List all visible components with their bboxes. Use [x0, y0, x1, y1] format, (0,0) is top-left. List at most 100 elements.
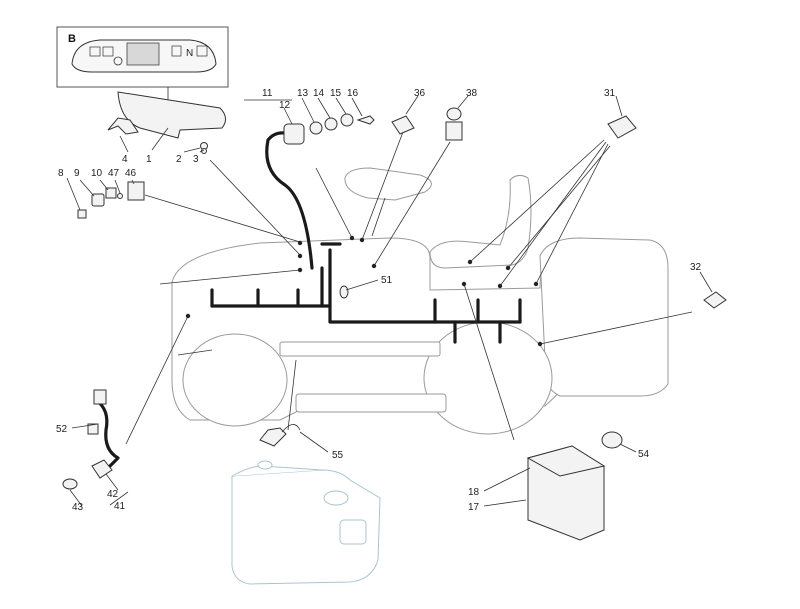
indicator-icon [102, 46, 114, 57]
plug-connector [93, 389, 107, 405]
grass-collector [539, 237, 669, 397]
callout-9: 9 [74, 168, 80, 179]
indicator-icon [196, 45, 208, 57]
location-dot [359, 237, 365, 243]
mower-outline [171, 167, 669, 435]
leader [615, 95, 623, 117]
callout-2: 2 [176, 154, 182, 165]
safety-switch [607, 115, 637, 139]
neutral-indicator-label: N [186, 48, 193, 59]
fuse [77, 209, 87, 219]
bulb [62, 478, 78, 490]
leader [66, 177, 81, 211]
leader [335, 97, 347, 115]
locator-line [144, 194, 301, 243]
dashboard-cover [117, 91, 226, 139]
dashboard-display [126, 42, 160, 66]
locator-line [539, 311, 693, 345]
locator-line [209, 159, 301, 256]
ignition-key [356, 115, 375, 125]
push-button-switch [445, 121, 463, 141]
wiring-harness [94, 131, 522, 472]
harness-to-ignition [265, 131, 314, 270]
locator-line [463, 283, 515, 441]
socket [91, 459, 113, 479]
fuel-tank-cap [323, 490, 349, 506]
callout-47: 47 [108, 168, 120, 179]
location-dot [461, 281, 467, 287]
callout-32: 32 [690, 262, 702, 273]
locator-line [507, 145, 611, 269]
pto-switch [391, 115, 415, 135]
connector-block [127, 181, 145, 201]
battery-terminal-cap [601, 431, 623, 449]
leader [405, 95, 419, 115]
callout-17: 17 [468, 502, 480, 513]
steering-column [371, 197, 386, 237]
cutting-deck [295, 393, 447, 413]
leader [119, 135, 129, 153]
location-dots [185, 235, 543, 347]
leader [317, 97, 331, 119]
leader [109, 491, 129, 506]
battery-lead-harness [94, 398, 120, 472]
location-dot [371, 263, 377, 269]
callout-labels: 1 2 3 4 8 9 10 11 12 13 14 15 16 17 18 3… [56, 88, 702, 513]
locator-line [373, 141, 451, 267]
fuel-tank-handle [339, 519, 367, 545]
location-dot [533, 281, 539, 287]
bumper-line [177, 349, 213, 356]
ignition-switch [283, 123, 305, 145]
footrest [279, 341, 441, 357]
push-button-cap [446, 107, 462, 121]
fuse-clip [87, 423, 99, 435]
leader [79, 179, 95, 197]
leader [283, 107, 293, 125]
callout-52: 52 [56, 424, 68, 435]
callout-8: 8 [58, 168, 64, 179]
relay [105, 187, 117, 199]
callout-42: 42 [107, 489, 119, 500]
locator-line [125, 315, 189, 445]
leader [99, 179, 109, 191]
fuel-tank [231, 460, 381, 585]
leader [183, 147, 201, 153]
leader [299, 431, 329, 453]
locator-line [315, 167, 353, 239]
microswitch [703, 291, 727, 309]
leader [457, 95, 469, 109]
locator-line [159, 269, 301, 285]
leader [131, 179, 135, 185]
callout-11: 11 [262, 88, 273, 99]
locator-line [469, 139, 605, 263]
leader [105, 473, 119, 491]
location-dot [537, 341, 543, 347]
leader [483, 467, 531, 492]
battery-top [526, 445, 606, 477]
location-dot [467, 259, 473, 265]
callout-14: 14 [313, 88, 325, 99]
key-switch-icon [113, 56, 123, 66]
front-wheel [182, 333, 288, 427]
seat [429, 174, 532, 269]
fuel-tank-neck [257, 460, 273, 470]
leader [199, 149, 205, 153]
indicator-icon [89, 46, 101, 57]
callout-4: 4 [122, 154, 128, 165]
connector [339, 285, 349, 299]
callout-54: 54 [638, 449, 650, 460]
fuel-sender-wire [281, 424, 301, 433]
callout-10: 10 [91, 168, 103, 179]
screw [117, 193, 123, 199]
location-dot [505, 265, 511, 271]
fuel-sender [259, 427, 287, 447]
fuse-holder [91, 193, 105, 207]
callout-15: 15 [330, 88, 342, 99]
leader [151, 127, 169, 151]
callout-16: 16 [347, 88, 359, 99]
harness-trunk [210, 304, 522, 324]
callout-36: 36 [414, 88, 426, 99]
nut-ring [309, 121, 323, 135]
callout-31: 31 [604, 88, 616, 99]
